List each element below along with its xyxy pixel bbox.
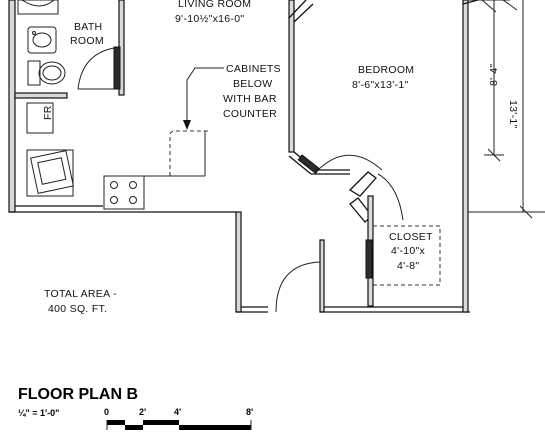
- scale-tick-8: 8': [246, 407, 253, 417]
- scale-segment-2: [125, 425, 143, 430]
- bath-room-label-line1: BATH: [74, 21, 102, 33]
- living-room-label: LIVING ROOM: [178, 0, 251, 10]
- bedroom-label: BEDROOM: [358, 64, 414, 76]
- scale-tick-2: 2': [139, 407, 146, 417]
- cabinets-note-line1: CABINETS: [226, 63, 281, 75]
- stove: [103, 175, 145, 210]
- entry-walls: [235, 211, 470, 313]
- cabinets-note-line4: COUNTER: [223, 108, 277, 120]
- bedroom-outer-dimension: 13'-1": [507, 100, 519, 129]
- scale-tick-4: 4': [174, 407, 181, 417]
- closet-size-line1: 4'-10"x: [391, 245, 426, 257]
- bedroom-size: 8'-6"x13'-1": [352, 79, 409, 91]
- closet-label: CLOSET: [389, 231, 433, 243]
- closet: [348, 171, 441, 307]
- left-exterior-wall: [8, 0, 236, 213]
- cabinets-note-line3: WITH BAR: [223, 93, 277, 105]
- scale-ratio: ¼" = 1'-0": [18, 408, 59, 418]
- cabinets-leader: [183, 67, 224, 130]
- total-area-line1: TOTAL AREA -: [44, 288, 117, 300]
- plan-title: FLOOR PLAN B: [18, 386, 138, 403]
- dimension-lines: [466, 0, 545, 219]
- bath-room-label-line2: ROOM: [70, 35, 104, 47]
- kitchen: [26, 102, 208, 210]
- scale-segment-1: [107, 420, 125, 425]
- scale-segment-3: [143, 420, 179, 425]
- closet-door: [365, 239, 373, 279]
- fridge-label: FR: [42, 105, 54, 120]
- total-area-line2: 400 SQ. FT.: [48, 303, 107, 315]
- fridge: [26, 102, 54, 134]
- living-room-size: 9'-10½"x16-0": [175, 13, 244, 25]
- cabinets-note-line2: BELOW: [233, 78, 272, 90]
- bedroom-inner-dimension: 8'-4": [488, 64, 500, 86]
- bathroom: [14, 0, 125, 99]
- scale-bar: 0 2' 4' 8': [104, 407, 253, 430]
- closet-size-line2: 4'-8": [397, 260, 419, 272]
- bathroom-door: [113, 46, 121, 90]
- scale-tick-0: 0: [104, 407, 109, 417]
- scale-segment-4: [179, 425, 251, 430]
